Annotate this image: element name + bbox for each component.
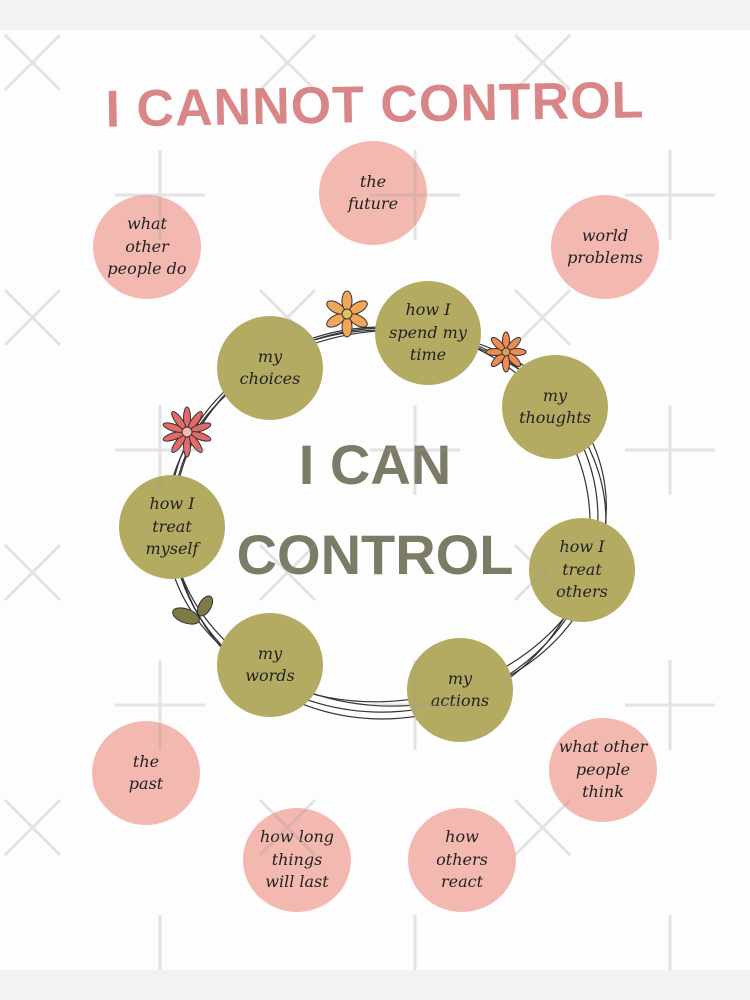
can-control-item: how I treat myself xyxy=(119,475,225,579)
can-control-item: how I treat others xyxy=(529,518,635,622)
can-control-item: how I spend my time xyxy=(375,281,481,385)
cannot-control-item: how long things will last xyxy=(243,808,351,912)
can-control-item: my choices xyxy=(217,316,323,420)
cannot-control-item: the past xyxy=(92,721,200,825)
can-control-item: my words xyxy=(217,613,323,717)
leaf-icon xyxy=(172,595,214,625)
can-control-item: my thoughts xyxy=(502,355,608,459)
flower-icon xyxy=(326,290,368,338)
can-control-title-line2: CONTROL xyxy=(236,523,514,586)
cannot-control-item: what other people think xyxy=(549,718,657,822)
cannot-control-item: the future xyxy=(319,141,427,245)
cannot-control-item: how others react xyxy=(408,808,516,912)
flower-icon xyxy=(485,331,527,373)
cannot-control-item: what other people do xyxy=(93,195,201,299)
cannot-control-item: world problems xyxy=(551,195,659,299)
flower-icon xyxy=(162,406,212,458)
can-control-title-line1: I CAN xyxy=(298,433,452,496)
can-control-item: my actions xyxy=(407,638,513,742)
